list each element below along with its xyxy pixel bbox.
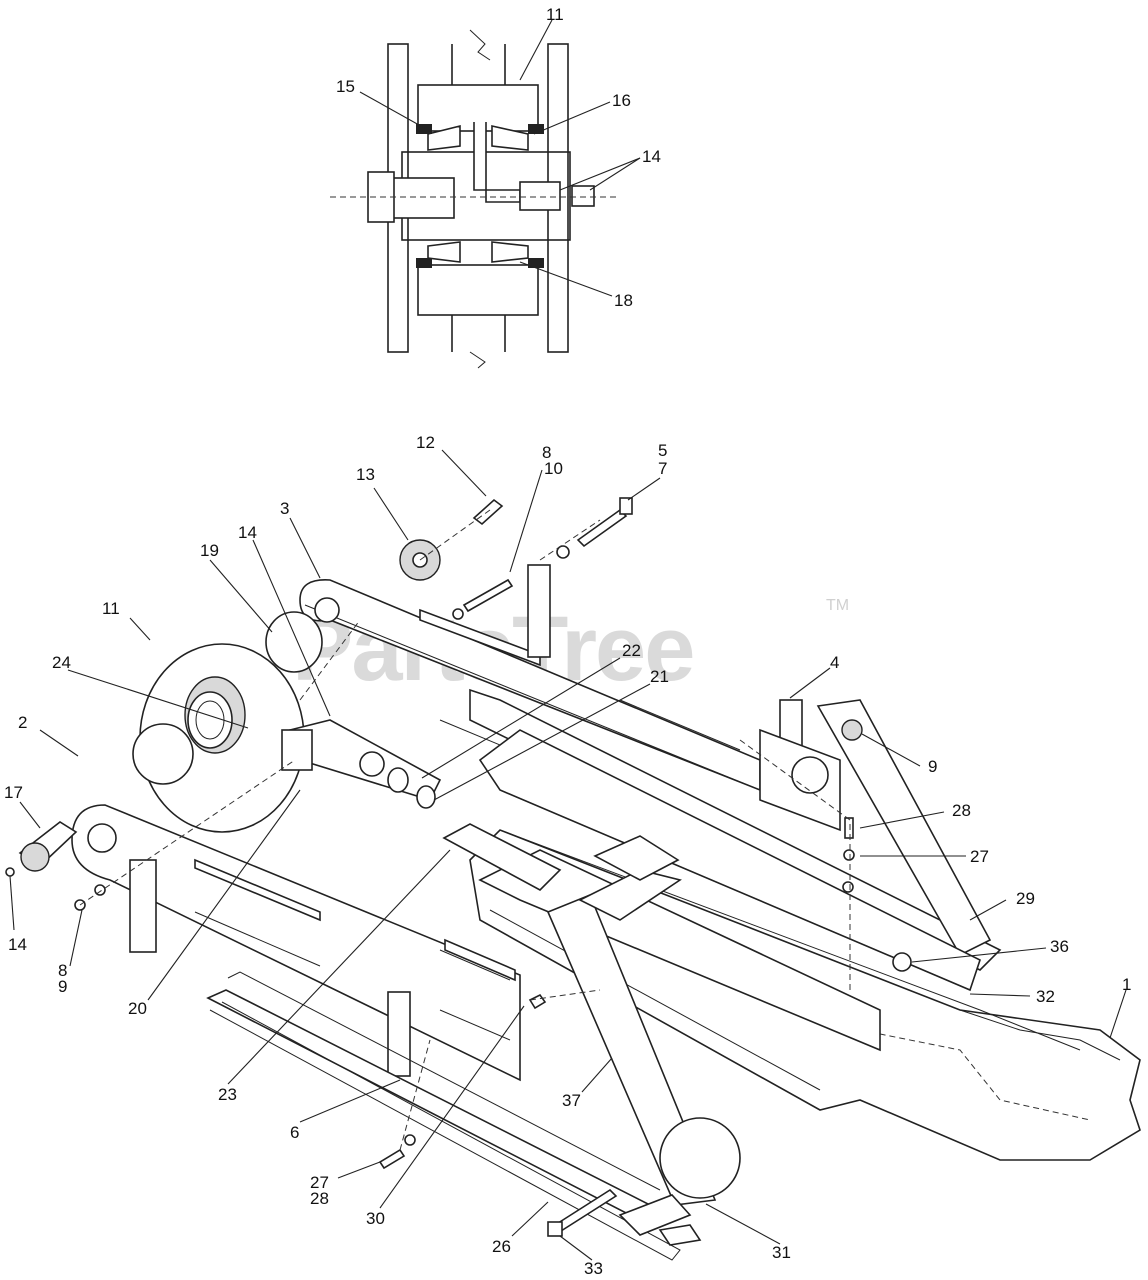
nut-7	[556, 545, 570, 559]
callout-8-top: 8	[542, 443, 551, 462]
section-grease-fitting	[519, 181, 561, 211]
callout-12: 12	[416, 433, 435, 452]
main-leaders	[9, 449, 1127, 1261]
callout-11-main: 11	[102, 599, 120, 618]
spacer-19	[265, 611, 323, 673]
callout-13: 13	[356, 465, 375, 484]
callout-7: 7	[658, 459, 667, 478]
callout-14-lower: 14	[8, 935, 27, 954]
callout-18: 18	[614, 291, 633, 310]
callout-30: 30	[366, 1209, 385, 1228]
bolt-27-lower	[378, 1148, 406, 1170]
watermark-tm: TM	[826, 597, 849, 614]
seal-ring-21	[416, 785, 436, 809]
callout-16: 16	[612, 91, 631, 110]
callout-4: 4	[830, 653, 839, 672]
nut-9	[841, 719, 863, 741]
callout-15: 15	[336, 77, 355, 96]
callout-10: 10	[544, 459, 563, 478]
callout-5: 5	[658, 441, 667, 460]
strap-plate-upper	[527, 564, 551, 658]
section-bearing-top-left	[427, 124, 461, 151]
brace-pivot	[659, 1117, 741, 1199]
callout-27-right: 27	[970, 847, 989, 866]
callout-21: 21	[650, 667, 669, 686]
section-bearing-bottom-left	[427, 241, 461, 263]
bolt-30	[528, 993, 547, 1010]
callout-9-lower: 9	[58, 977, 67, 996]
callout-17: 17	[4, 783, 23, 802]
spacer-ring	[132, 723, 194, 785]
bolt-28	[844, 817, 854, 839]
boom-box	[478, 729, 981, 992]
exploded-view	[5, 497, 1141, 1261]
callout-3: 3	[280, 499, 289, 518]
washer-27	[843, 849, 855, 861]
callout-1: 1	[1122, 975, 1131, 994]
callout-33: 33	[584, 1259, 603, 1278]
callout-20: 20	[128, 999, 147, 1018]
callout-32: 32	[1036, 987, 1055, 1006]
callout-37: 37	[562, 1091, 581, 1110]
seal-ring-22	[387, 767, 409, 793]
callout-28-lower: 28	[310, 1189, 329, 1208]
section-grease-cap	[571, 185, 595, 207]
bolt-5	[576, 508, 628, 548]
callout-14-section: 14	[642, 147, 661, 166]
strap-plate-6	[387, 991, 411, 1077]
bolt-10	[462, 578, 514, 613]
callout-27-lower: 27	[310, 1173, 329, 1192]
fitting-14-lower	[5, 867, 15, 877]
section-bearing-top-right	[491, 125, 529, 151]
section-bolt-head	[391, 177, 455, 219]
callout-2: 2	[18, 713, 27, 732]
callout-36: 36	[1050, 937, 1069, 956]
rear-arm	[469, 688, 1002, 971]
callout-29: 29	[1016, 889, 1035, 908]
callout-8-lower: 8	[58, 961, 67, 980]
callout-11-section: 11	[546, 5, 564, 24]
bearing-block	[281, 729, 313, 771]
nut-36	[892, 952, 912, 972]
section-hub-bottom	[417, 264, 539, 316]
callout-24: 24	[52, 653, 71, 672]
callout-28-right: 28	[952, 801, 971, 820]
section-leaders	[359, 19, 641, 297]
callout-26: 26	[492, 1237, 511, 1256]
callout-9-right: 9	[928, 757, 937, 776]
strap-plate-lower	[129, 859, 157, 953]
callout-22: 22	[622, 641, 641, 660]
callout-14-main: 14	[238, 523, 257, 542]
section-callouts: 11 15 16 14 18	[336, 5, 661, 310]
callout-31: 31	[772, 1243, 791, 1262]
drive-shaft-23	[442, 823, 562, 891]
main-callouts: 12 8 10 5 7 13 3 14 19 11 24 2 17 14 8 9…	[4, 433, 1131, 1278]
callout-19: 19	[200, 541, 219, 560]
callout-6: 6	[290, 1123, 299, 1142]
section-detail	[330, 29, 618, 369]
diagonal-brace-32	[816, 699, 992, 957]
section-bearing-bottom-right	[491, 241, 529, 263]
callout-23: 23	[218, 1085, 237, 1104]
